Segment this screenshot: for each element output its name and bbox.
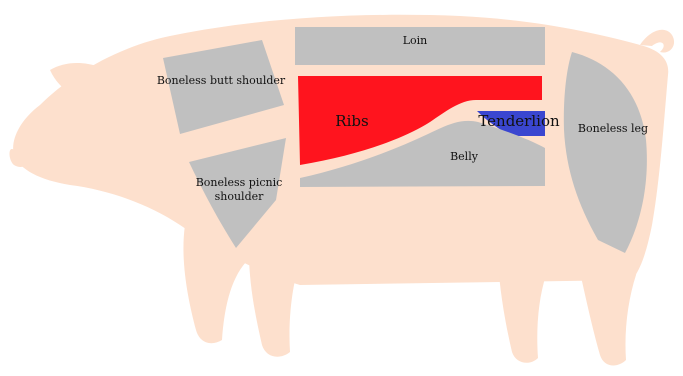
ribs-label: Ribs bbox=[335, 112, 368, 130]
tenderloin-label: Tenderlion bbox=[478, 112, 560, 130]
belly-label: Belly bbox=[450, 150, 479, 163]
picnic-shoulder-label-line1: Boneless picnic bbox=[196, 176, 283, 189]
butt-shoulder-label: Boneless butt shoulder bbox=[157, 74, 286, 87]
picnic-shoulder-label-line2: shoulder bbox=[215, 190, 265, 203]
loin-label: Loin bbox=[403, 34, 428, 47]
leg-label: Boneless leg bbox=[578, 122, 648, 135]
